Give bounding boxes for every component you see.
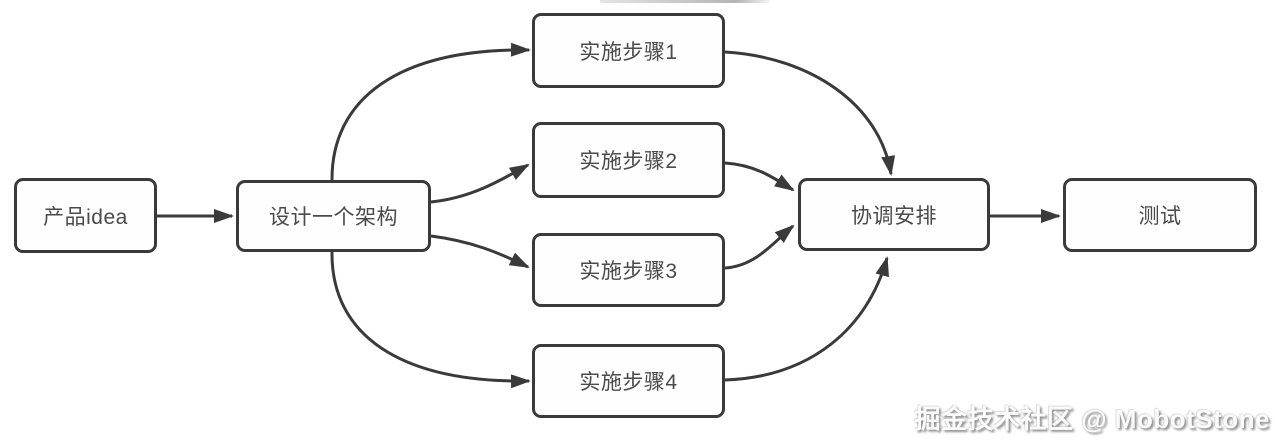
edge-design-to-step1 bbox=[330, 42, 531, 182]
node-step-4: 实施步骤4 bbox=[532, 344, 725, 418]
node-step-1: 实施步骤1 bbox=[532, 13, 725, 88]
edge-design-to-step4 bbox=[330, 251, 531, 389]
cropped-edge-artifact bbox=[600, 0, 770, 3]
node-test: 测试 bbox=[1063, 178, 1257, 252]
edge-step3-to-coordinate bbox=[724, 224, 795, 270]
node-coordinate: 协调安排 bbox=[798, 178, 990, 251]
edge-step4-to-coordinate bbox=[724, 256, 889, 382]
node-product-idea: 产品idea bbox=[14, 178, 157, 253]
edge-step1-to-coordinate bbox=[724, 50, 896, 176]
watermark-text: 掘金技术社区 @ MobotStone bbox=[914, 404, 1270, 434]
edge-step2-to-coordinate bbox=[724, 161, 795, 192]
edge-design-to-step2 bbox=[430, 163, 530, 204]
node-design-architecture: 设计一个架构 bbox=[236, 180, 431, 252]
node-step-2: 实施步骤2 bbox=[532, 122, 725, 198]
edge-design-to-step3 bbox=[430, 234, 530, 269]
node-step-3: 实施步骤3 bbox=[532, 233, 725, 307]
